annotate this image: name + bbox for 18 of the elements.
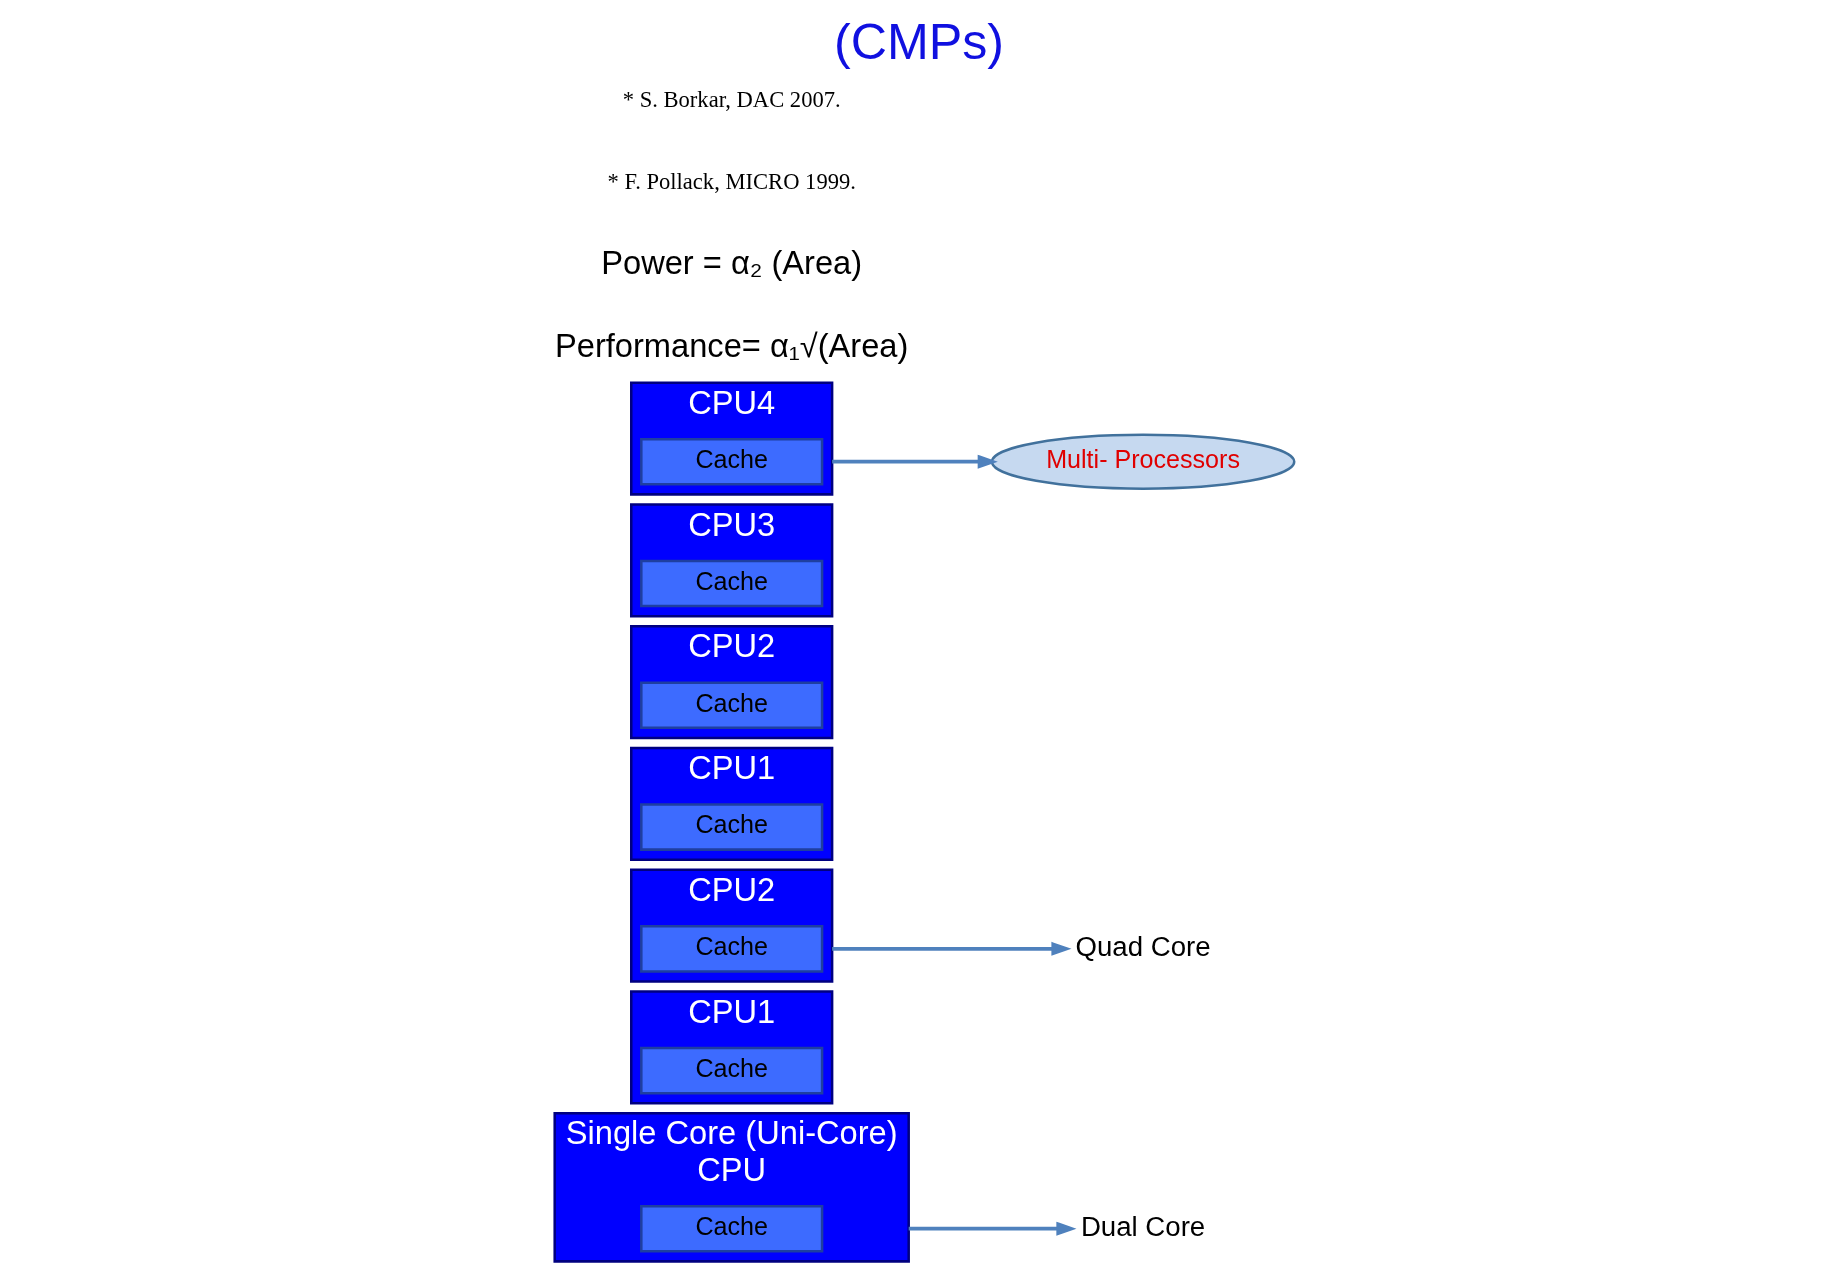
node-text: Dual Core xyxy=(1080,1210,1205,1242)
node-box: Cache xyxy=(639,803,823,851)
label: Power = α₂ (Area) xyxy=(600,243,862,281)
node-box: Cache xyxy=(639,437,823,486)
node-box: Cache xyxy=(639,1204,823,1253)
label: * F. Pollack, MICRO 1999. xyxy=(606,168,856,194)
node-box: Cache xyxy=(639,1046,823,1095)
arrow xyxy=(831,454,998,469)
node-text: Quad Core xyxy=(1075,930,1211,962)
node-box: Cache xyxy=(639,681,823,730)
diagram-title: (CMPs) xyxy=(833,13,1004,70)
arrow xyxy=(831,941,1072,956)
arrow xyxy=(908,1221,1076,1236)
node-ellipse: Multi- Processors xyxy=(990,433,1295,490)
node-box: Cache xyxy=(639,924,823,973)
label: * S. Borkar, DAC 2007. xyxy=(622,86,841,112)
label: Performance= α₁√(Area) xyxy=(554,326,908,364)
node-box: Cache xyxy=(639,559,823,608)
